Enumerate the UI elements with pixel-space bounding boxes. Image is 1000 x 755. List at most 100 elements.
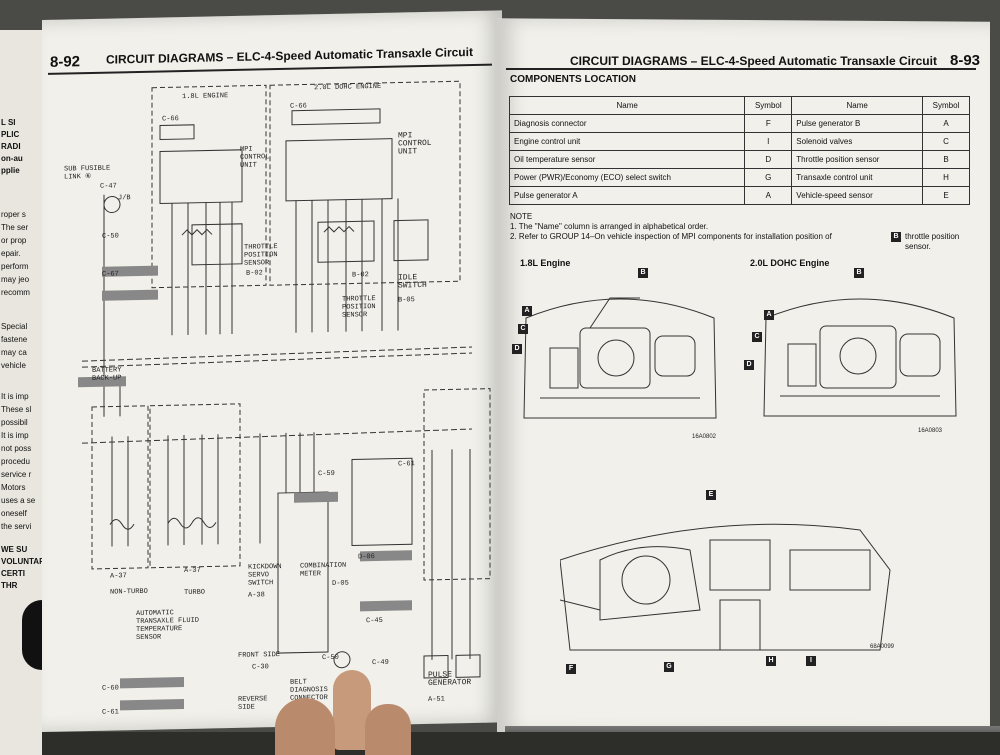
label-c67: C-67 — [102, 270, 119, 279]
label-c66-a: C-66 — [162, 115, 179, 124]
label-pulse-gen: PULSE GENERATOR — [428, 670, 472, 688]
note-2: 2. Refer to GROUP 14–On vehicle inspecti… — [510, 232, 832, 241]
label-c61b: C-61 — [102, 708, 119, 717]
edge-line: Special — [1, 322, 28, 331]
label-a51: A-51 — [428, 695, 445, 704]
edge-line: WE SU — [1, 545, 28, 554]
note-symbol-box: B — [891, 232, 901, 242]
left-edge-text: L SI PLIC RADI on-au pplie roper s The s… — [0, 40, 44, 660]
edge-line: perform — [1, 262, 29, 271]
edge-line: Motors — [1, 483, 26, 492]
label-sub-fusible: SUB FUSIBLE LINK ⑥ — [64, 164, 111, 182]
table-cell: G — [744, 168, 793, 187]
figure-id-dash: 68A0099 — [870, 644, 895, 650]
hand — [255, 670, 415, 755]
table-cell: Solenoid valves — [791, 132, 923, 151]
engine-20-illustration — [763, 298, 957, 417]
note-2-cont: throttle position sensor. — [905, 232, 960, 251]
edge-line: The ser — [1, 223, 29, 232]
dashboard-illustration — [560, 523, 891, 651]
table-cell: Oil temperature sensor — [508, 150, 746, 169]
symbol-box: G — [664, 662, 674, 672]
engine-18-title: 1.8L Engine — [520, 258, 571, 268]
label-kickdown: KICKDOWN SERVO SWITCH — [248, 562, 282, 588]
edge-line: service r — [1, 470, 32, 479]
label-tps-b: THROTTLE POSITION SENSOR — [342, 295, 376, 320]
symbol-box: H — [766, 656, 776, 666]
symbol-box: C — [518, 324, 528, 334]
finger — [275, 698, 335, 755]
thumb — [333, 670, 371, 750]
edge-line: possibil — [1, 418, 28, 427]
table-row: Diagnosis connector F Pulse generator B … — [508, 114, 970, 133]
components-table: Name Symbol Name Symbol Diagnosis connec… — [508, 96, 970, 205]
edge-line: oneself — [1, 509, 27, 518]
symbol-box: F — [566, 664, 576, 674]
edge-line: VOLUNTAR — [1, 557, 44, 566]
edge-line: These sl — [1, 405, 32, 414]
note-title: NOTE — [510, 212, 533, 221]
label-b02-b: B-02 — [352, 271, 369, 280]
table-cell: C — [922, 132, 970, 151]
edge-line: uses a se — [1, 496, 36, 505]
table-cell: B — [922, 150, 970, 169]
edge-line: not poss — [1, 444, 32, 453]
table-cell: Throttle position sensor — [791, 150, 923, 169]
edge-line: the servi — [1, 522, 32, 531]
edge-line: It is imp — [1, 431, 29, 440]
label-idle-switch: IDLE SWITCH — [398, 273, 427, 291]
edge-line: It is imp — [1, 392, 29, 401]
label-c66-b: C-66 — [290, 102, 307, 111]
label-b02-a: B-02 — [246, 269, 263, 278]
header-rule-right — [506, 68, 976, 70]
table-cell: H — [922, 168, 970, 187]
table-cell: E — [922, 186, 970, 205]
label-a37-b: A-37 — [184, 566, 201, 576]
symbol-box: C — [752, 332, 762, 342]
page-number: 8-92 — [50, 53, 81, 71]
edge-line: or prop — [1, 236, 27, 245]
edge-line: RADI — [1, 142, 21, 151]
edge-line: epair. — [1, 249, 21, 258]
bottom-shadow — [42, 732, 1000, 755]
label-c50b: C-50 — [322, 653, 339, 663]
engine-18-illustration — [523, 297, 717, 419]
label-c61: C-61 — [398, 460, 415, 469]
table-cell: A — [744, 186, 793, 205]
edge-line: pplie — [1, 166, 20, 175]
label-c59: C-59 — [318, 469, 335, 479]
label-tps-a: THROTTLE POSITION SENSOR — [244, 243, 278, 268]
edge-line: vehicle — [1, 361, 26, 370]
label-non-turbo: NON-TURBO — [110, 587, 148, 597]
circuit-diagram — [78, 80, 491, 711]
label-c50: C-50 — [102, 232, 119, 241]
table-cell: A — [922, 114, 970, 133]
label-ata-temp: AUTOMATIC TRANSAXLE FLUID TEMPERATURE SE… — [136, 609, 200, 643]
symbol-box: D — [512, 344, 522, 354]
table-header-row: Name Symbol Name Symbol — [508, 96, 970, 115]
table-cell: Power (PWR)/Economy (ECO) select switch — [508, 168, 746, 187]
label-d05: D-05 — [332, 579, 349, 588]
label-engine-20: 2.0L DOHC ENGINE — [314, 82, 382, 93]
table-cell: Vehicle-speed sensor — [791, 186, 923, 205]
label-front-side: FRONT SIDE — [238, 651, 281, 660]
note-1: 1. The "Name" column is arranged in alph… — [510, 222, 709, 231]
label-combination-meter: COMBINATION METER — [300, 561, 347, 579]
edge-line: PLIC — [1, 130, 20, 139]
table-row: Pulse generator A A Vehicle-speed sensor… — [508, 186, 970, 205]
table-header: Name — [508, 96, 746, 115]
label-mpi-b: MPI CONTROL UNIT — [398, 131, 432, 157]
table-row: Power (PWR)/Economy (ECO) select switch … — [508, 168, 970, 187]
figure-id-20: 16A0803 — [918, 428, 943, 434]
edge-line: THR — [1, 581, 18, 590]
table-header: Name — [791, 96, 923, 115]
table-row: Engine control unit I Solenoid valves C — [508, 132, 970, 151]
symbol-box: B — [854, 268, 864, 278]
table-row: Oil temperature sensor D Throttle positi… — [508, 150, 970, 169]
figure-id-18: 16A0802 — [692, 434, 717, 440]
edge-line: may ca — [1, 348, 27, 357]
symbol-box: D — [744, 360, 754, 370]
label-b05: B-05 — [398, 296, 415, 305]
edge-line: on-au — [1, 154, 23, 163]
